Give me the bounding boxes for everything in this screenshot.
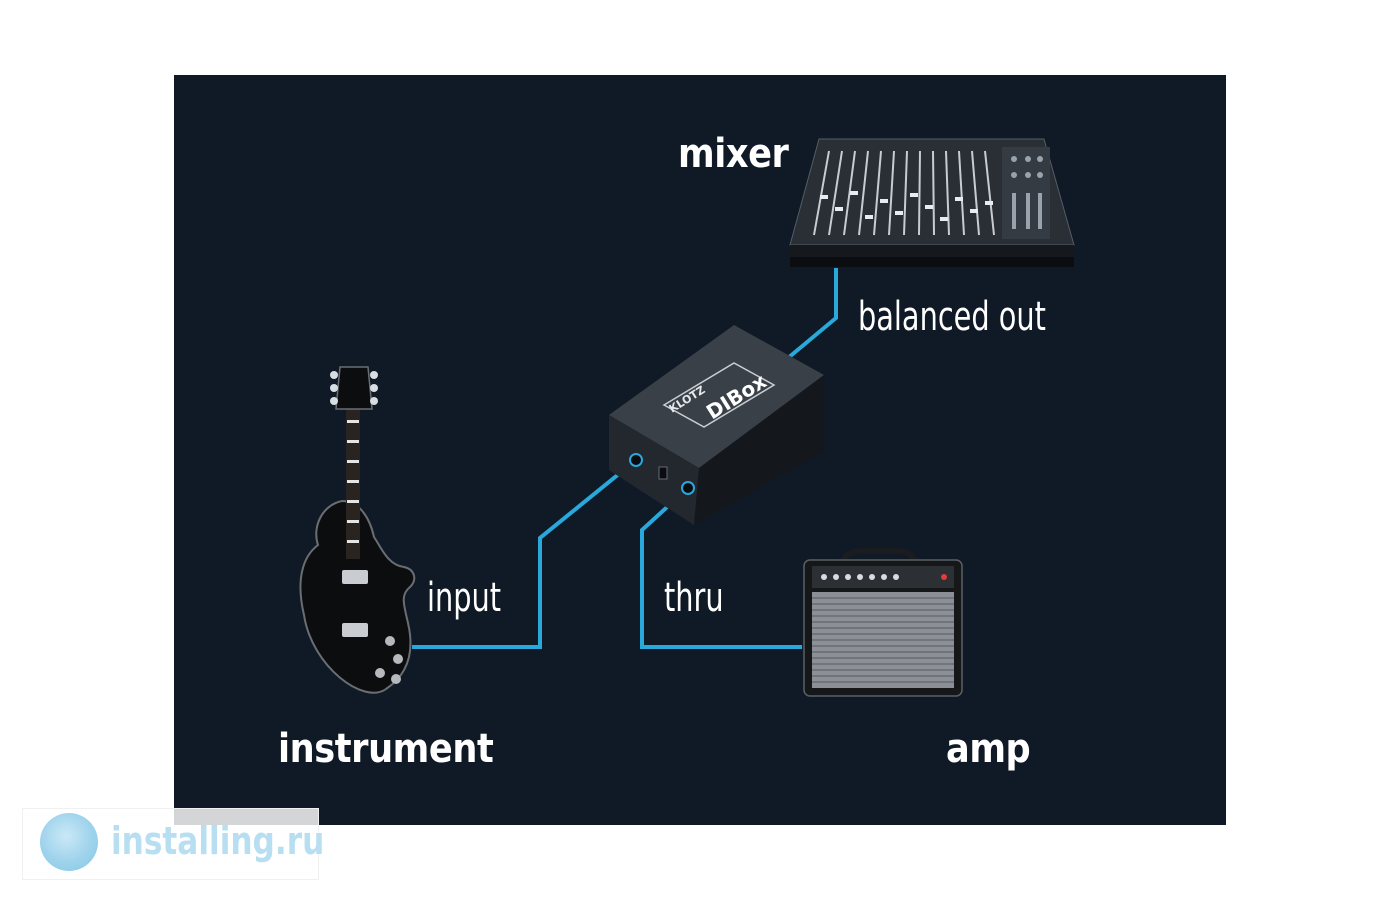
watermark: installing.ru: [22, 808, 324, 880]
cable-balanced-out-to-mixer: [786, 268, 838, 360]
watermark-text: installing.ru: [111, 819, 325, 863]
label-balanced-out: balanced out: [858, 294, 1046, 340]
label-input: input: [427, 575, 502, 621]
amp-icon: [803, 548, 963, 697]
di-box-input-jack: [629, 453, 643, 467]
di-box-thru-jack: [681, 481, 695, 495]
label-thru: thru: [664, 575, 724, 621]
mixer-icon: [789, 138, 1075, 267]
diagram-panel: KLOTZ DIBox: [174, 75, 1226, 825]
watermark-logo-icon: [40, 813, 98, 871]
di-box-icon: KLOTZ DIBox: [609, 325, 824, 525]
cables: [412, 268, 838, 649]
cable-thru-to-amp: [640, 486, 802, 649]
label-instrument: instrument: [278, 726, 494, 772]
guitar-icon: [299, 366, 416, 694]
cable-instrument-to-input: [412, 458, 638, 649]
label-amp: amp: [946, 726, 1031, 772]
signal-flow-diagram: KLOTZ DIBox: [299, 138, 1075, 697]
label-mixer: mixer: [678, 131, 789, 177]
